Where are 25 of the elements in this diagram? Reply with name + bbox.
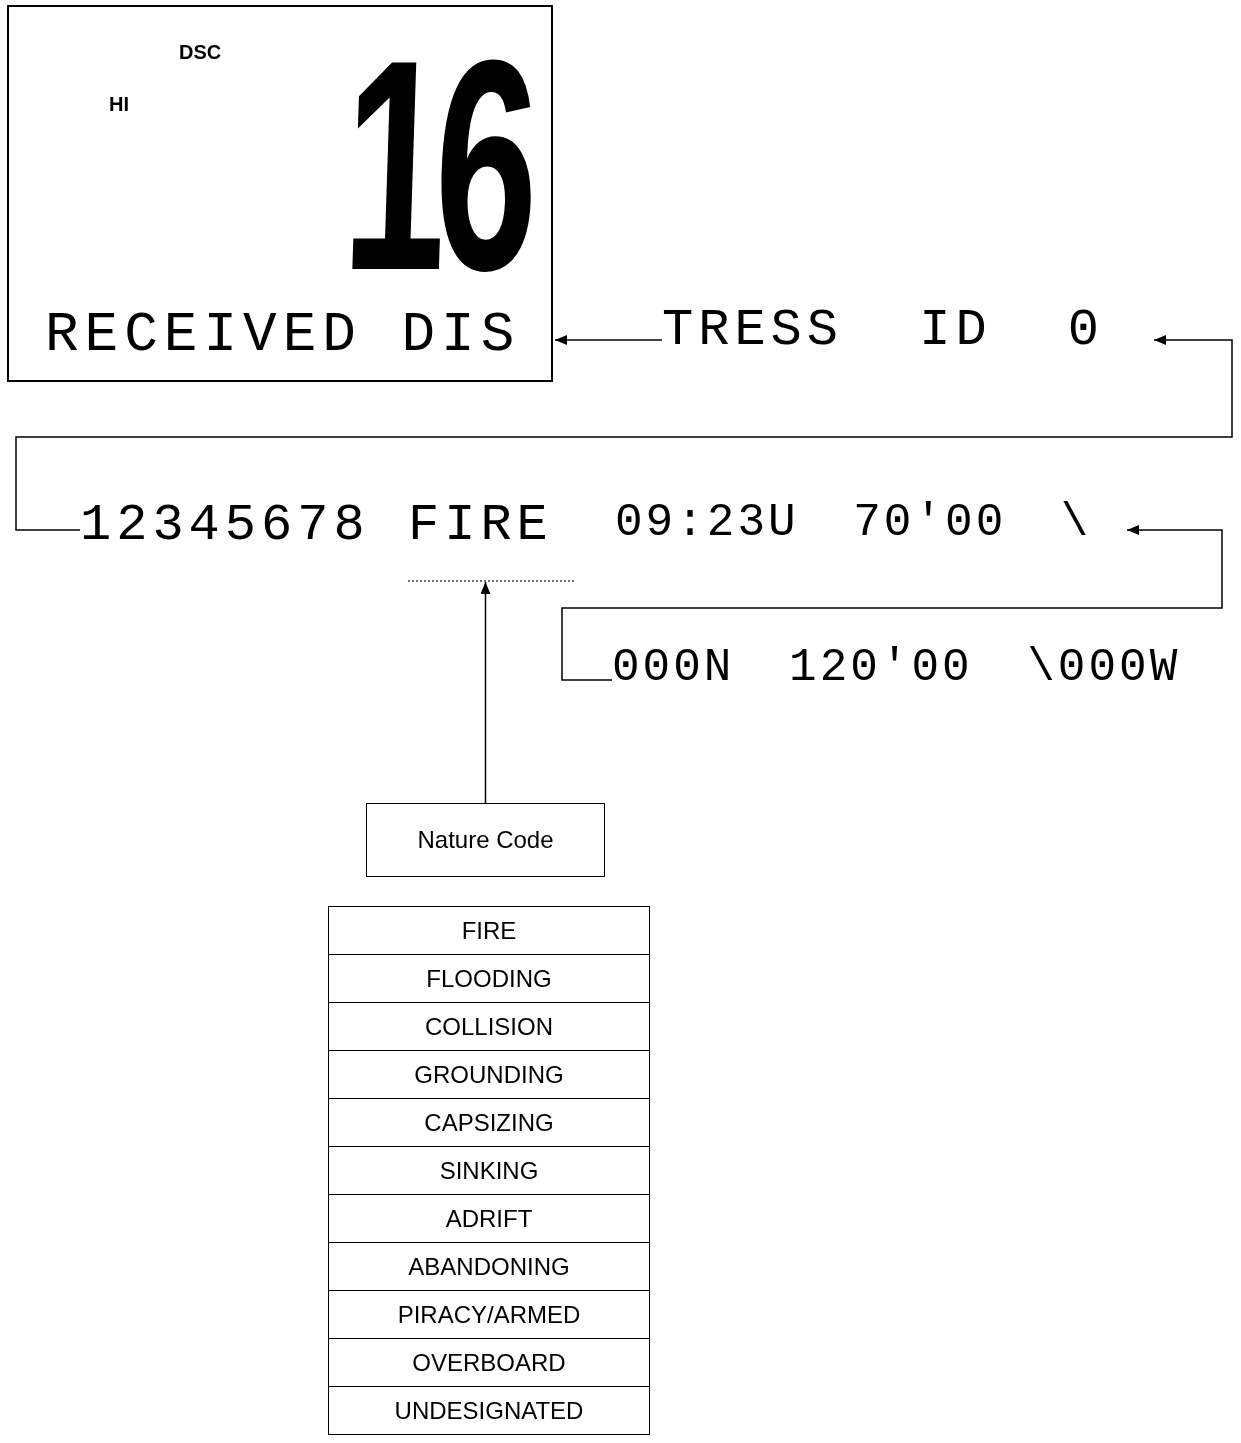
table-cell: FLOODING [328,954,650,1003]
display-text: TRESS ID 0 [662,305,1105,357]
arrow [554,335,663,345]
table-cell: FIRE [328,906,650,955]
table-cell: OVERBOARD [328,1338,650,1387]
table-cell: ABANDONING [328,1242,650,1291]
table-cell: GROUNDING [328,1050,650,1099]
display-text: 09:23U 70'00 \ [615,500,1092,546]
display-text: 000N 120'00 \000W [612,645,1181,691]
box-label: Nature Code [417,825,554,855]
table-cell: SINKING [328,1146,650,1195]
indicator-label: DSC [179,40,222,65]
indicator-label: HI [109,92,129,117]
table-cell: UNDESIGNATED [328,1386,650,1435]
display-text: FIRE [408,500,553,552]
label-box [366,803,605,877]
table-cell: PIRACY/ARMED [328,1290,650,1339]
lcd-display [7,5,553,382]
arrow [15,335,1233,531]
display-text: 12345678 [80,500,370,552]
arrow [480,581,491,804]
table-cell: ADRIFT [328,1194,650,1243]
table-cell: COLLISION [328,1002,650,1051]
table-cell: CAPSIZING [328,1098,650,1147]
arrow [561,525,1223,681]
